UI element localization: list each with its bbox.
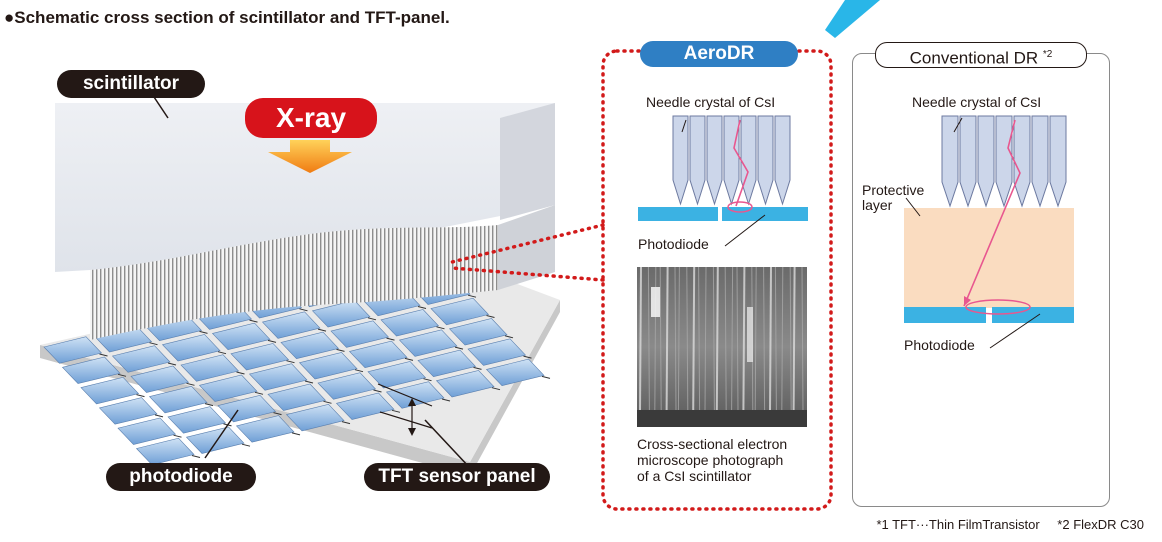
needle-crystal	[959, 115, 977, 208]
photodiode-pixel	[248, 363, 308, 391]
tft-sensor-panel-label: TFT sensor panel	[364, 463, 550, 491]
photodiode-pixel	[385, 381, 445, 409]
footnote-1: *1 TFT···Thin FilmTransistor	[876, 517, 1040, 532]
needle-crystal	[1031, 115, 1049, 208]
footnotes: *1 TFT···Thin FilmTransistor *2 FlexDR C…	[862, 517, 1144, 532]
photodiode-pixel	[280, 331, 340, 360]
photodiode-pixel	[430, 297, 490, 326]
conventional-photodiode-label: Photodiode	[904, 337, 975, 353]
photodiode-pixel	[117, 417, 177, 445]
photodiode-pixel	[485, 358, 545, 387]
needle-crystal	[774, 115, 791, 206]
photodiode-label: photodiode	[106, 463, 256, 491]
photodiode-pixel	[235, 415, 295, 443]
photodiode-pixel	[267, 383, 327, 411]
sem-caption-line-3: of a CsI scintillator	[637, 468, 752, 484]
photodiode-pixel	[230, 343, 290, 371]
sem-caption-line-1: Cross-sectional electron	[637, 436, 788, 452]
photodiode-pixel	[380, 309, 440, 337]
photodiode-pixel	[398, 329, 458, 357]
aerodr-needle-diagram	[638, 115, 808, 247]
photodiode-pixel	[198, 374, 258, 402]
page-title: ●Schematic cross section of scintillator…	[4, 8, 450, 27]
conventional-dr-badge: Conventional DR *2	[875, 42, 1087, 68]
conventional-photodiode-left	[904, 307, 986, 323]
protective-layer-label-1: Protective	[862, 182, 925, 198]
photodiode-pixel	[311, 300, 371, 328]
photodiode-pixel	[148, 385, 208, 414]
photodiode-pixel	[43, 336, 103, 364]
sem-caption-line-2: microscope photograph	[637, 452, 784, 468]
photodiode-pixel	[367, 361, 427, 389]
aerodr-photodiode-label: Photodiode	[638, 236, 709, 252]
xray-badge	[245, 98, 377, 138]
photodiode-pixel	[417, 349, 477, 378]
photodiode-pixel	[285, 403, 345, 432]
needle-crystal	[977, 115, 995, 208]
photodiode-pixel	[330, 320, 390, 348]
photodiode-pixel	[348, 340, 408, 369]
needle-crystal	[1013, 115, 1031, 208]
xray-arrow	[268, 140, 352, 173]
photodiode-pixel	[180, 354, 240, 382]
needle-crystal	[740, 115, 757, 206]
aerodr-needle-label: Needle crystal of CsI	[646, 94, 776, 110]
photodiode-pixel	[130, 365, 190, 393]
sem-photograph	[637, 267, 807, 427]
photodiode-pixel	[161, 334, 221, 362]
photodiode-pixel	[135, 437, 195, 466]
photodiode-pixel	[335, 392, 395, 420]
conventional-needle-diagram	[904, 115, 1074, 349]
protective-layer	[904, 208, 1074, 308]
conventional-dr-badge-sup: *2	[1042, 49, 1053, 60]
photodiode-pixel	[61, 356, 121, 384]
needle-crystal	[672, 115, 689, 206]
protective-layer-label-2: layer	[862, 197, 893, 213]
photodiode-pixel	[111, 345, 171, 373]
scintillator-needle-face	[90, 225, 498, 340]
photodiode-pixel	[80, 376, 140, 405]
photodiode-pixel	[185, 426, 245, 454]
aerodr-badge: AeroDR	[640, 41, 798, 67]
photodiode-pixel	[467, 338, 527, 366]
needle-crystal	[689, 115, 706, 206]
aerodr-photodiode-right	[722, 207, 808, 221]
xray-label: X-ray	[275, 102, 347, 133]
photodiode-pixel	[98, 397, 158, 425]
photodiode-pixel	[217, 394, 277, 423]
scintillator-tft-diagram	[40, 87, 560, 476]
needle-crystal	[706, 115, 723, 206]
needle-crystal	[757, 115, 774, 206]
needle-crystal	[723, 115, 740, 206]
photodiode-pixel	[298, 352, 358, 380]
photodiode-pixel	[435, 370, 495, 398]
needle-crystal	[995, 115, 1013, 208]
photodiode-pixel	[317, 372, 377, 400]
tft-panel-top	[40, 255, 560, 462]
conventional-needle-label: Needle crystal of CsI	[912, 94, 1042, 110]
needle-crystal	[941, 115, 959, 208]
photodiode-pixel	[261, 311, 321, 339]
photodiode-pixel	[167, 406, 227, 434]
conventional-photodiode-right	[992, 307, 1074, 323]
aerodr-photodiode-left	[638, 207, 718, 221]
pointer-arrow-fragment	[825, 0, 880, 38]
conventional-dr-badge-text: Conventional DR	[909, 48, 1039, 68]
photodiode-pixel	[448, 318, 508, 346]
photodiode-grid	[43, 257, 551, 466]
photodiode-pixel	[211, 322, 271, 351]
footnote-2: *2 FlexDR C30	[1057, 517, 1144, 532]
needle-crystal	[1049, 115, 1067, 208]
scintillator-label: scintillator	[57, 70, 205, 98]
